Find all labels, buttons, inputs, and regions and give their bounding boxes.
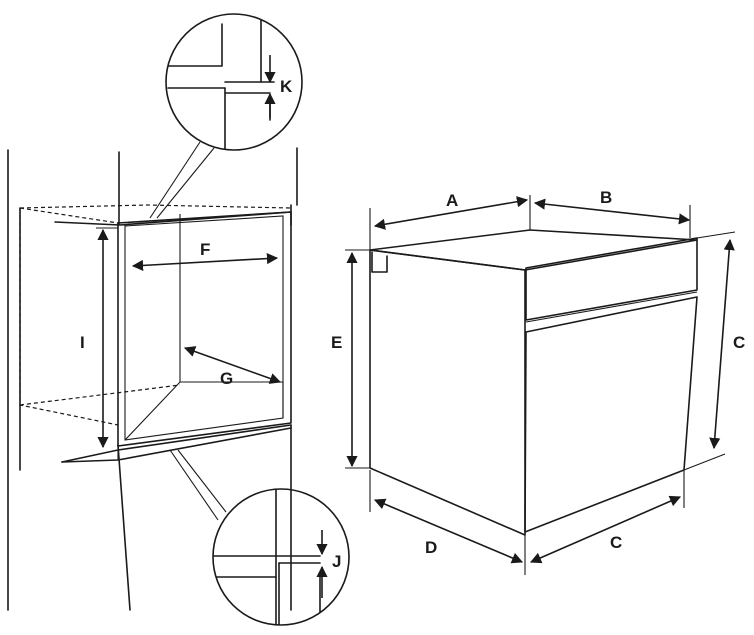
cabinet-niche xyxy=(7,141,298,611)
oven-control-panel xyxy=(525,237,698,321)
dimension-d-line xyxy=(373,498,524,564)
label-a: A xyxy=(446,191,458,210)
detail-magnifier-k: K xyxy=(165,13,303,151)
detail-magnifier-j: J xyxy=(212,488,350,626)
dimension-c-height-line xyxy=(709,238,735,450)
label-i: I xyxy=(80,333,85,352)
dimension-g-line xyxy=(183,346,282,384)
label-c-depth: C xyxy=(610,533,622,552)
label-e: E xyxy=(331,333,342,352)
label-k: K xyxy=(280,77,293,96)
dimension-f-line xyxy=(131,252,279,272)
label-g: G xyxy=(220,369,233,388)
oven-door xyxy=(524,296,698,533)
oven-body xyxy=(369,229,698,536)
label-b: B xyxy=(600,188,612,207)
label-c-height: C xyxy=(733,333,745,352)
label-d: D xyxy=(425,538,437,557)
dimension-a-line xyxy=(373,196,529,230)
dimension-c-depth-line xyxy=(529,495,682,564)
dimension-b-line xyxy=(533,198,691,225)
label-f: F xyxy=(200,240,210,259)
label-j: J xyxy=(332,552,341,571)
